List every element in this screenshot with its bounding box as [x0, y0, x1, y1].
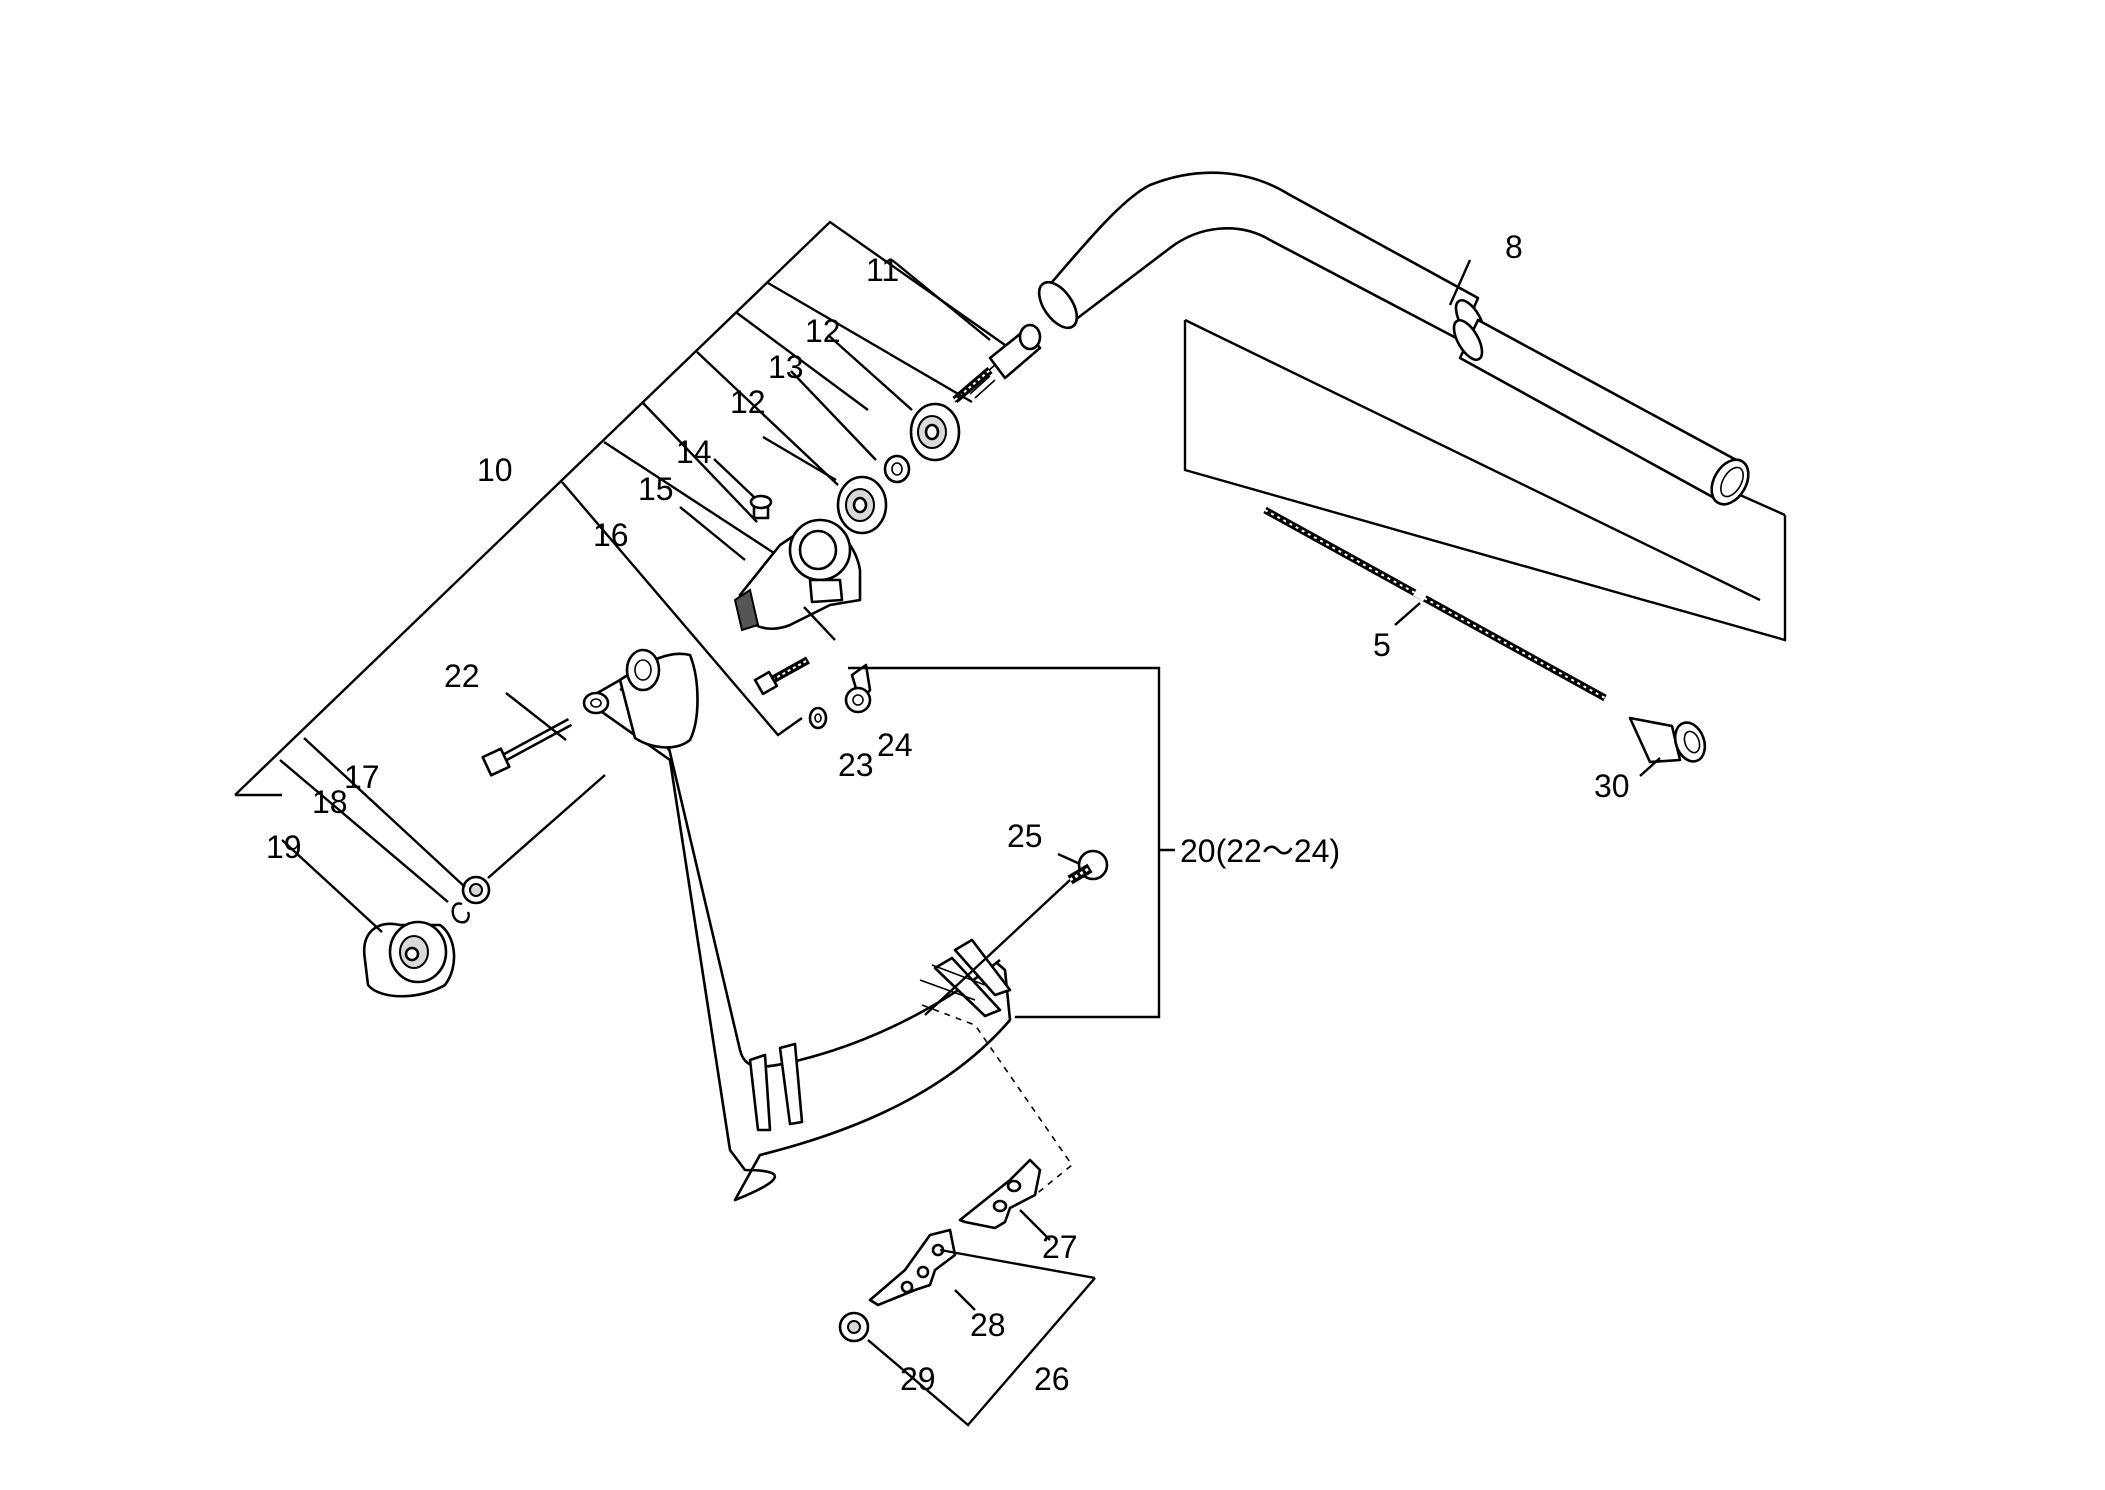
label-part-28: 28: [970, 1307, 1006, 1343]
drive-shaft-part-5: [1263, 506, 1607, 702]
wing-nut-part-24: [844, 663, 872, 714]
label-part-29: 29: [900, 1361, 936, 1397]
label-part-22: 22: [444, 658, 480, 694]
label-part-10: 10: [477, 452, 513, 488]
nut-part-29: [838, 1311, 870, 1343]
label-part-15: 15: [638, 471, 674, 507]
bolt-part-16: [753, 656, 810, 696]
label-part-12-upper: 12: [805, 313, 841, 349]
label-part-25: 25: [1007, 818, 1043, 854]
screw-part-25: [1067, 849, 1109, 885]
label-part-14: 14: [676, 434, 712, 470]
label-part-20: 20(22～24): [1180, 833, 1340, 869]
label-part-12-lower: 12: [730, 384, 766, 420]
label-part-13: 13: [768, 349, 804, 385]
label-part-18: 18: [312, 784, 348, 820]
label-part-19: 19: [266, 829, 302, 865]
label-part-8: 8: [1505, 229, 1523, 265]
washer-part-23: [808, 706, 828, 730]
label-part-11: 11: [866, 252, 899, 288]
label-part-16: 16: [593, 517, 629, 553]
part-labels: 5 8 10 11 12 13 12 14 15 16 17 18 19 20(…: [266, 229, 1630, 1397]
clip-part-18: [451, 902, 470, 924]
bearing-part-12-upper: [909, 402, 961, 462]
bolt-part-22: [481, 718, 573, 777]
bracket-part-28: [868, 1228, 957, 1307]
knob-part-19: [362, 920, 456, 998]
label-part-27: 27: [1042, 1229, 1078, 1265]
label-part-5: 5: [1373, 627, 1391, 663]
label-part-26: 26: [1034, 1361, 1070, 1397]
bearing-part-12-lower: [836, 475, 888, 535]
bracket-part-27: [958, 1158, 1042, 1230]
cap-part-30: [1628, 716, 1707, 764]
assembly-box-part-5: [1183, 318, 1787, 642]
leader-lines: [234, 220, 1661, 1427]
label-part-17: 17: [344, 759, 380, 795]
collar-part-13: [883, 454, 911, 484]
screw-part-14: [749, 494, 773, 520]
label-part-23: 23: [838, 747, 874, 783]
washer-part-17: [461, 875, 491, 905]
gear-case-part-15: [733, 518, 862, 632]
bolt-part-11: [952, 323, 1042, 404]
label-part-24: 24: [877, 727, 913, 763]
label-part-30: 30: [1594, 768, 1630, 804]
shaft-tube-part-8: [1037, 171, 1750, 506]
guard-part-20: [582, 648, 1012, 1202]
